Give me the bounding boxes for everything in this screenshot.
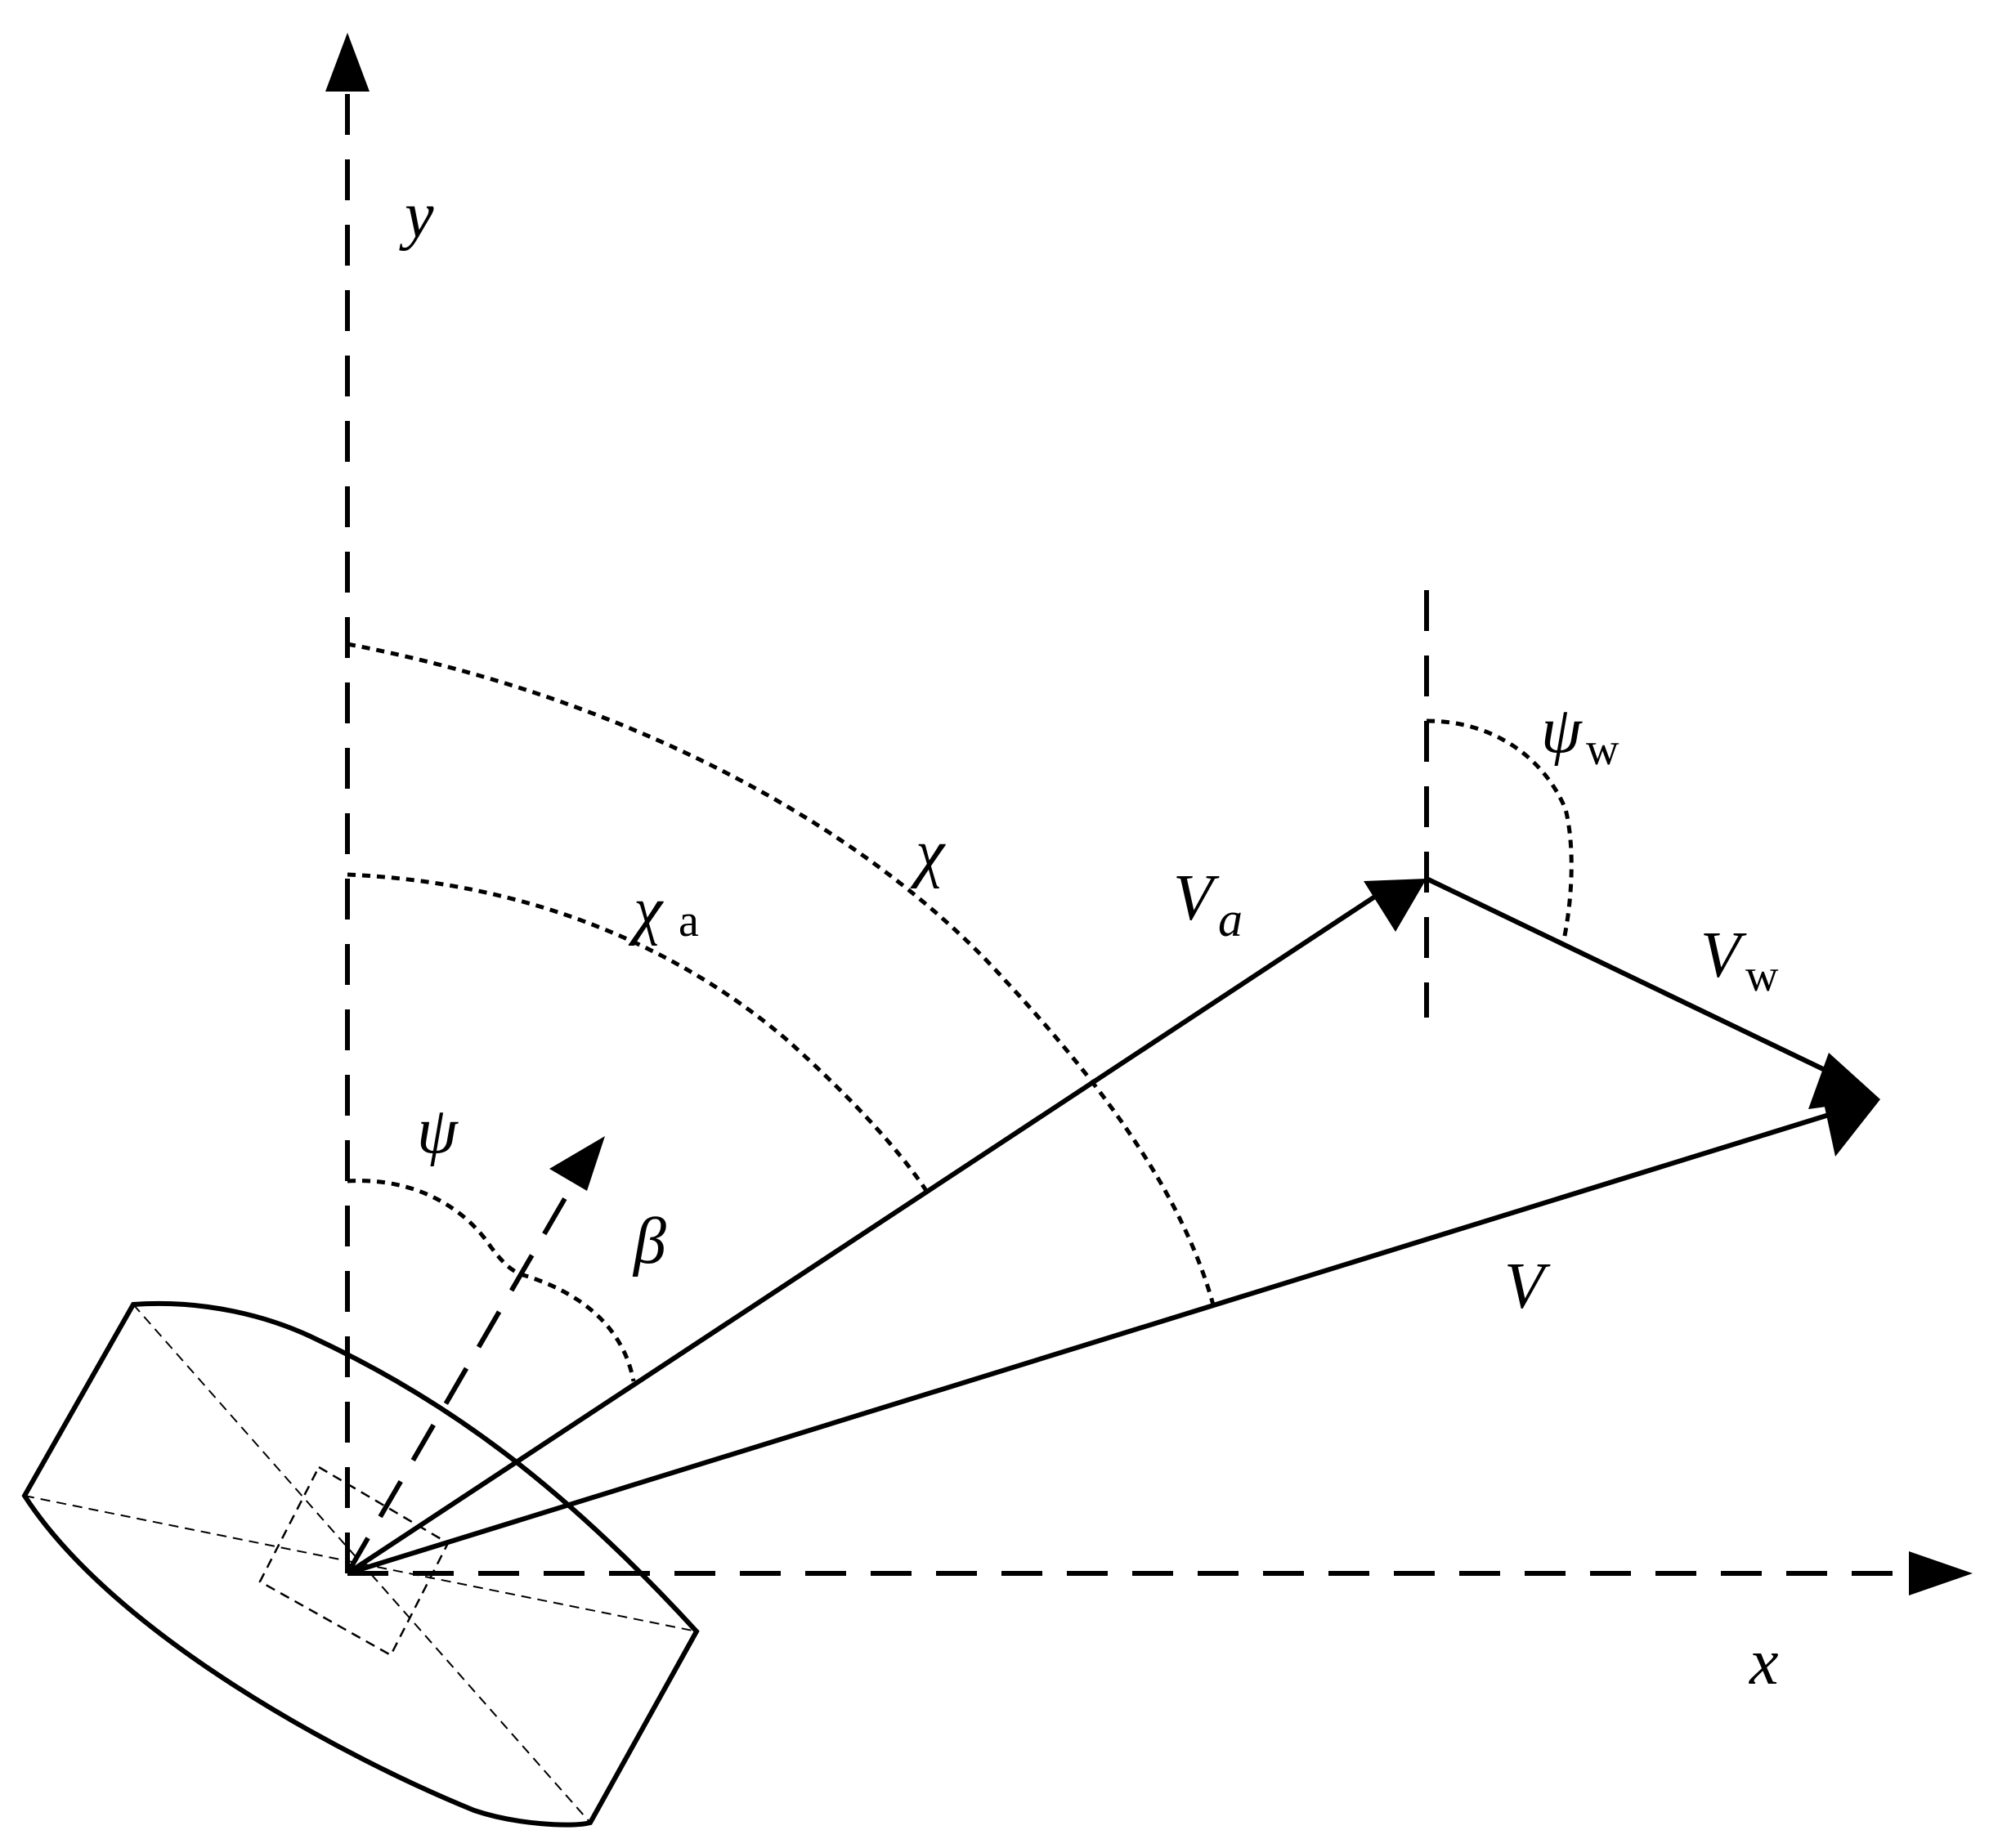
psi-label: ψ: [417, 1095, 459, 1167]
va-arrowhead: [1364, 879, 1427, 932]
psi-arc: [347, 1179, 636, 1382]
x-axis-arrowhead: [1909, 1551, 1973, 1595]
psi-w-arc: [1426, 718, 1574, 941]
chi-a-subscript: a: [679, 896, 699, 946]
vessel-center-box: [258, 1465, 450, 1657]
chi-a-label: χ a: [628, 875, 699, 946]
y-axis: [325, 33, 370, 1573]
x-axis: [347, 1551, 1973, 1595]
va-subscript: a: [1218, 893, 1243, 946]
angle-arcs: [347, 642, 1574, 1382]
psi-w-base: ψ: [1541, 695, 1583, 767]
y-axis-arrowhead: [325, 33, 370, 92]
vw-arrowhead: [1808, 1053, 1880, 1109]
vw-subscript: w: [1745, 951, 1779, 1001]
y-axis-label: y: [399, 180, 434, 252]
chi-arc: [347, 642, 1216, 1309]
vw-label: V w: [1700, 920, 1779, 1001]
v-label: V: [1504, 1251, 1551, 1322]
heading-arrow: [345, 1136, 605, 1575]
va-base: V: [1173, 862, 1220, 934]
vw-base: V: [1700, 920, 1747, 991]
chi-a-arc: [347, 872, 930, 1195]
vw-vector: [1425, 876, 1880, 1109]
psi-w-subscript: w: [1586, 724, 1619, 775]
chi-a-base: χ: [628, 875, 664, 946]
beta-label: β: [632, 1206, 666, 1277]
x-axis-label: x: [1749, 1627, 1779, 1698]
heading-arrowhead: [549, 1136, 605, 1191]
va-vector: [346, 879, 1427, 1576]
chi-label: χ: [910, 817, 946, 889]
psi-w-label: ψ w: [1541, 695, 1619, 775]
va-label: V a: [1173, 862, 1243, 946]
